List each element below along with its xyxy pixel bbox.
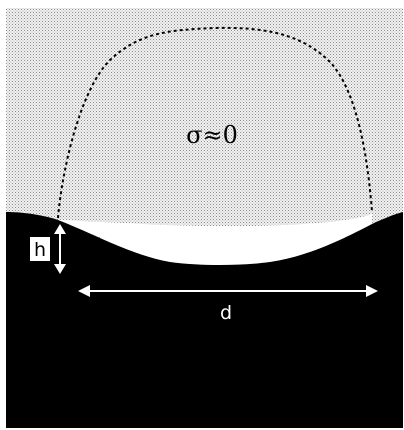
stippled-region	[6, 8, 403, 238]
width-arrow	[78, 285, 378, 297]
height-label-box	[30, 237, 50, 261]
height-label: h	[34, 239, 46, 261]
cavity-region	[58, 214, 372, 265]
stress-label: σ≈0	[186, 121, 238, 149]
bulk-region	[6, 212, 403, 428]
width-label: d	[220, 302, 232, 324]
dashed-boundary	[57, 26, 373, 219]
height-arrow	[54, 224, 66, 274]
